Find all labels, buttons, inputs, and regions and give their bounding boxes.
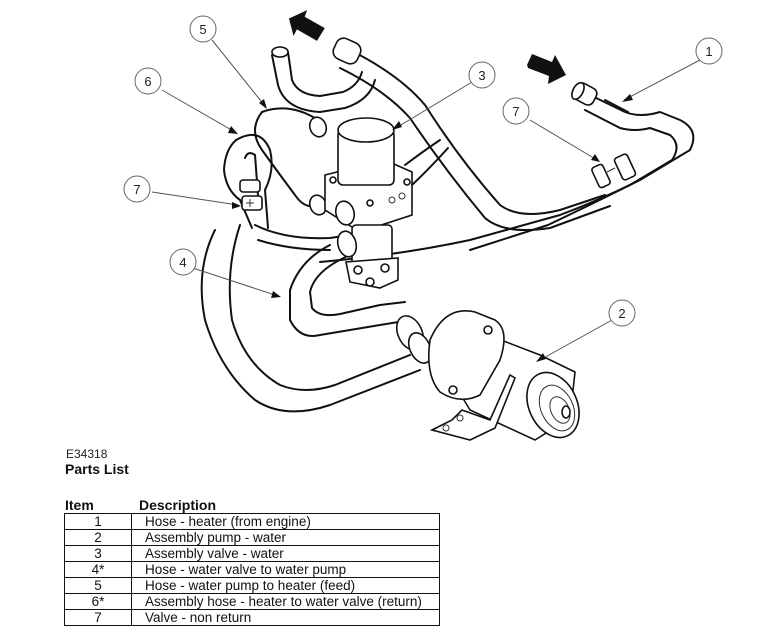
item-description: Hose - water pump to heater (feed) bbox=[131, 577, 440, 594]
upper-hose-clamp bbox=[332, 37, 362, 65]
callout-3: 3 bbox=[468, 61, 496, 89]
figure-id: E34318 bbox=[66, 447, 108, 461]
table-row: 4*Hose - water valve to water pump bbox=[64, 561, 440, 578]
item-description: Hose - heater (from engine) bbox=[131, 513, 440, 530]
svg-text:3: 3 bbox=[478, 68, 485, 83]
hose-4 bbox=[200, 224, 421, 413]
valve-7-right bbox=[591, 153, 637, 189]
item-number: 1 bbox=[64, 513, 132, 530]
water-pump-assembly bbox=[395, 310, 580, 441]
leader-2 bbox=[539, 319, 613, 361]
svg-text:6: 6 bbox=[144, 74, 151, 89]
leader-7-right bbox=[529, 119, 598, 161]
item-description: Assembly valve - water bbox=[131, 545, 440, 562]
item-number: 4* bbox=[64, 561, 132, 578]
callout-5: 5 bbox=[189, 15, 217, 43]
arrowhead-5 bbox=[259, 99, 267, 109]
flow-out-arrow bbox=[288, 10, 325, 41]
callout-6: 6 bbox=[134, 67, 162, 95]
item-column-header: Item bbox=[65, 497, 94, 513]
svg-text:5: 5 bbox=[199, 22, 206, 37]
svg-text:7: 7 bbox=[512, 104, 519, 119]
upper-return-hose bbox=[332, 37, 611, 231]
item-number: 3 bbox=[64, 545, 132, 562]
callout-7-right: 7 bbox=[502, 97, 530, 125]
leader-4 bbox=[192, 267, 279, 297]
water-valve-assembly bbox=[324, 117, 449, 289]
item-description: Valve - non return bbox=[131, 609, 440, 626]
callout-2: 2 bbox=[608, 299, 636, 327]
hose-open-end bbox=[271, 46, 289, 58]
u-hose-top bbox=[271, 46, 376, 113]
leader-3 bbox=[395, 81, 473, 129]
arrowhead-4 bbox=[271, 291, 281, 298]
callout-7-left: 7 bbox=[123, 175, 151, 203]
leader-6 bbox=[161, 89, 236, 133]
valve-7-left bbox=[239, 179, 261, 193]
leader-1 bbox=[623, 59, 701, 101]
callout-1: 1 bbox=[695, 37, 723, 65]
item-description: Assembly hose - heater to water valve (r… bbox=[131, 593, 440, 610]
svg-text:4: 4 bbox=[179, 255, 186, 270]
flow-in-arrow bbox=[527, 54, 566, 84]
description-column-header: Description bbox=[139, 497, 217, 513]
item-number: 6* bbox=[64, 593, 132, 610]
item-number: 5 bbox=[64, 577, 132, 594]
arrowhead-7-left bbox=[232, 202, 241, 209]
arrowhead-1 bbox=[622, 94, 633, 102]
table-row: 6*Assembly hose - heater to water valve … bbox=[64, 593, 440, 610]
item-description: Hose - water valve to water pump bbox=[131, 561, 440, 578]
svg-text:2: 2 bbox=[618, 306, 625, 321]
arrowhead-3 bbox=[392, 121, 402, 130]
item-description: Assembly pump - water bbox=[131, 529, 440, 546]
arrowhead-7-right bbox=[591, 154, 600, 162]
parts-list-title: Parts List bbox=[65, 461, 129, 477]
leader-7-left bbox=[151, 191, 239, 206]
hose-1 bbox=[319, 81, 695, 263]
item-number: 2 bbox=[64, 529, 132, 546]
svg-text:1: 1 bbox=[705, 44, 712, 59]
callout-4: 4 bbox=[169, 248, 197, 276]
leader-5 bbox=[211, 39, 266, 107]
svg-text:7: 7 bbox=[133, 182, 140, 197]
arrowhead-2 bbox=[536, 353, 546, 362]
arrowhead-6 bbox=[228, 126, 238, 134]
item-number: 7 bbox=[64, 609, 132, 626]
hose-5-and-6 bbox=[223, 107, 328, 229]
heater-hose-diagram: 1 2 3 4 5 6 7 7 bbox=[123, 10, 723, 441]
